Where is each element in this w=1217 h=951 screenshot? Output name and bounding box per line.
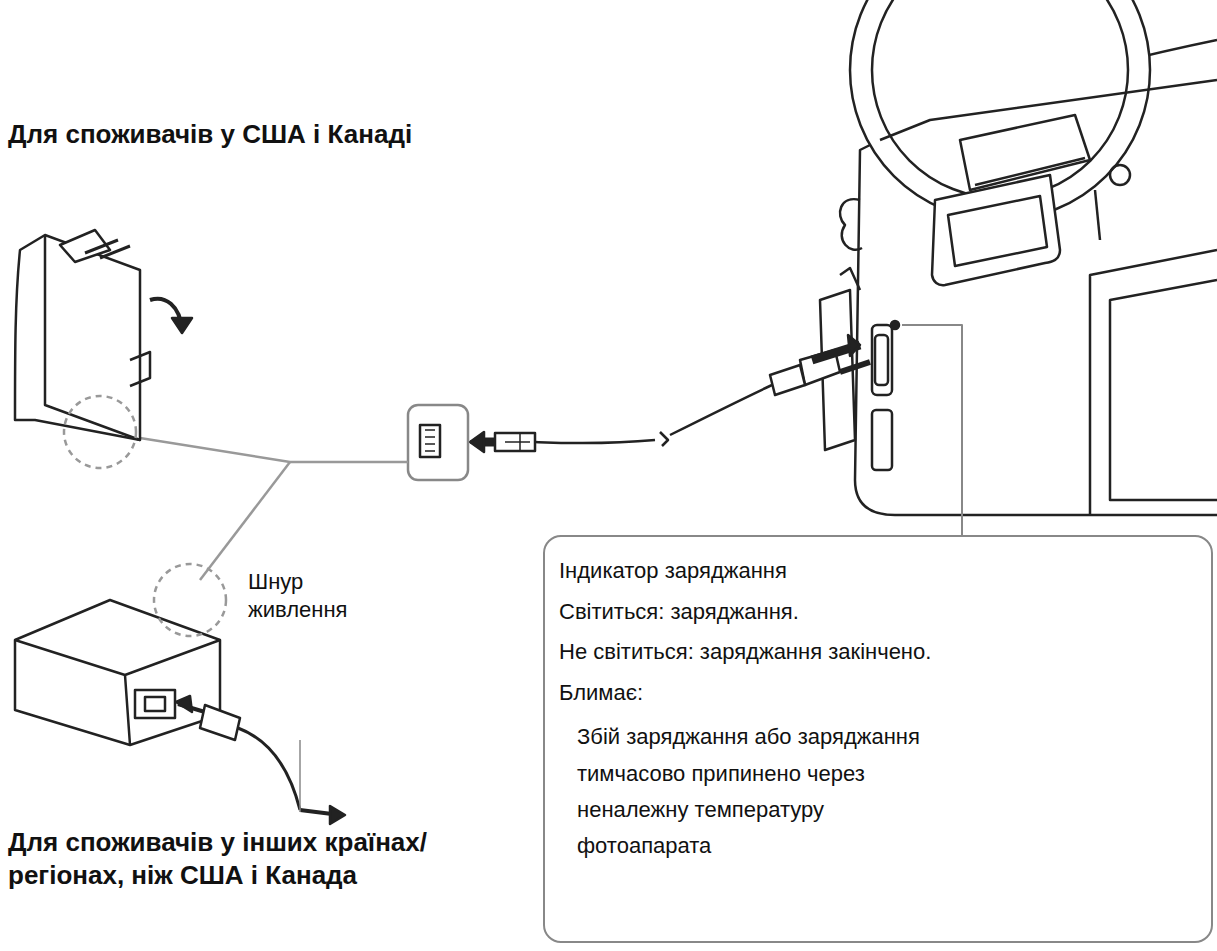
- us-adapter: [15, 230, 192, 468]
- region-heading: Для споживачів у США і Канаді: [8, 118, 473, 151]
- callout-text: Світиться: заряджання.: [559, 598, 1197, 627]
- leader-line: [902, 325, 962, 535]
- usb-cable: [470, 335, 870, 452]
- part-label: Шнур живлення: [248, 568, 368, 623]
- adapter-wires: [140, 438, 408, 580]
- callout-text: Не світиться: заряджання закінчено.: [559, 638, 1197, 667]
- callout-text: Індикатор заряджання: [559, 557, 1197, 586]
- callout-box: Індикатор заряджанняСвітиться: заряджанн…: [543, 535, 1213, 943]
- camera: [820, 0, 1217, 515]
- region-heading: Для споживачів у інших країнах/регіонах,…: [8, 826, 480, 891]
- callout-text: Блимає:: [559, 679, 1197, 708]
- usb-port: [408, 405, 468, 480]
- callout-text: Збій заряджання або заряджання тимчасово…: [577, 719, 949, 864]
